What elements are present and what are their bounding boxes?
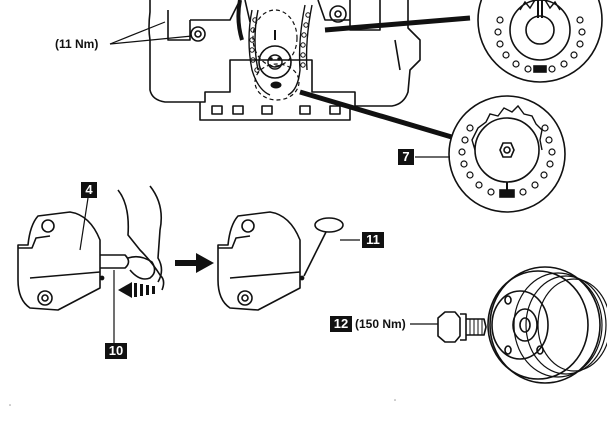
callout-4: 4 bbox=[81, 182, 97, 198]
tensioner-right bbox=[217, 211, 344, 311]
tensioner-left bbox=[17, 185, 165, 311]
crank-pulley bbox=[487, 266, 607, 384]
torque-11-leaders bbox=[109, 21, 193, 45]
zoom-detail-7 bbox=[448, 95, 566, 213]
callout-7: 7 bbox=[398, 149, 414, 165]
crank-bolt bbox=[437, 311, 487, 343]
scan-marks bbox=[9, 399, 396, 406]
push-arrow bbox=[118, 282, 155, 298]
zoom-detail-top bbox=[477, 0, 603, 83]
direction-arrow bbox=[175, 253, 214, 273]
callout-11: 11 bbox=[362, 232, 384, 248]
callout-10: 10 bbox=[105, 343, 127, 359]
engine-block bbox=[148, 0, 421, 121]
zoom-leaders bbox=[299, 15, 471, 141]
torque-label-150nm: (150 Nm) bbox=[355, 317, 406, 331]
callout-4-leader bbox=[79, 197, 89, 251]
timing-chain bbox=[236, 0, 313, 96]
callout-12: 12 bbox=[330, 316, 352, 332]
torque-label-11nm: (11 Nm) bbox=[55, 37, 99, 51]
crank-sprocket bbox=[252, 9, 300, 101]
